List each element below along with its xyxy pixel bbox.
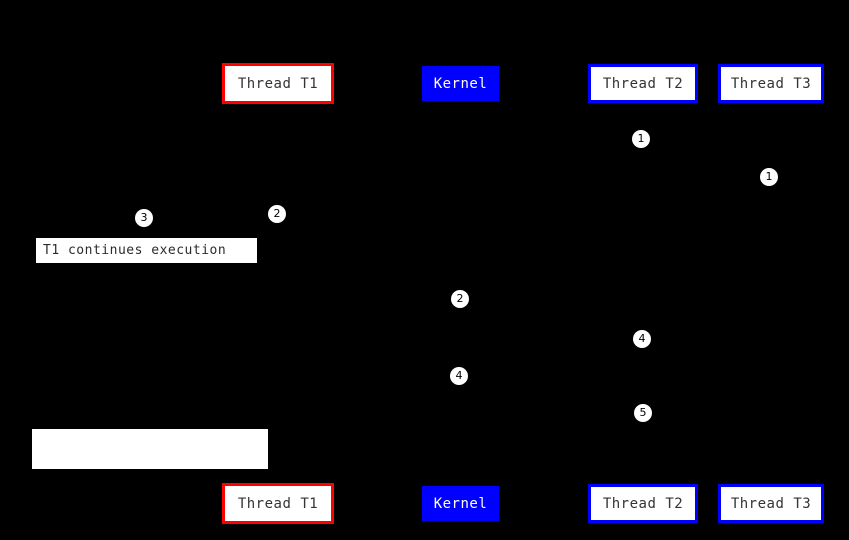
note-t1-continues-execution: T1 continues execution: [36, 238, 257, 263]
lifeline-stub-t2-top: [641, 103, 644, 107]
step-marker-label: 4: [638, 332, 646, 345]
lifeline-stub-t3-top: [769, 103, 772, 107]
lifeline-t2: [643, 103, 644, 483]
participant-header-thread-t3[interactable]: Thread T3: [718, 64, 824, 103]
step-marker-4-t2: 4: [633, 330, 651, 348]
step-marker-label: 2: [456, 292, 464, 305]
participant-header-thread-t2[interactable]: Thread T2: [588, 64, 698, 103]
step-marker-label: 5: [639, 406, 647, 419]
participant-label: Thread T1: [237, 495, 319, 512]
step-marker-label: 2: [273, 207, 281, 220]
step-marker-2-kernel: 2: [451, 290, 469, 308]
participant-label: Thread T3: [730, 75, 812, 92]
lifeline-stub-t2-bottom: [641, 479, 644, 483]
participant-footer-thread-t2[interactable]: Thread T2: [588, 484, 698, 523]
step-marker-1-t2: 1: [632, 130, 650, 148]
step-marker-3-left: 3: [135, 209, 153, 227]
participant-label: Thread T1: [237, 75, 319, 92]
participant-label: Kernel: [433, 75, 488, 92]
participant-header-kernel[interactable]: Kernel: [422, 66, 499, 101]
lifeline-stub-t1-bottom: [276, 479, 279, 483]
lifeline-t1: [278, 104, 279, 483]
step-marker-1-t3: 1: [760, 168, 778, 186]
participant-header-thread-t1[interactable]: Thread T1: [222, 63, 334, 104]
participant-footer-kernel[interactable]: Kernel: [422, 486, 499, 521]
participant-footer-thread-t1[interactable]: Thread T1: [222, 483, 334, 524]
participant-label: Thread T3: [730, 495, 812, 512]
lifeline-stub-t3-bottom: [769, 479, 772, 483]
note-text: T1 continues execution: [43, 243, 227, 258]
activation-box-blank: [32, 429, 268, 469]
participant-label: Kernel: [433, 495, 488, 512]
step-marker-2-t1: 2: [268, 205, 286, 223]
step-marker-5-t2: 5: [634, 404, 652, 422]
lifeline-stub-t1-top: [276, 104, 279, 108]
step-marker-4-kernel: 4: [450, 367, 468, 385]
lifeline-t3: [771, 103, 772, 483]
step-marker-label: 3: [140, 211, 148, 224]
participant-label: Thread T2: [602, 75, 684, 92]
step-marker-label: 1: [765, 170, 773, 183]
participant-footer-thread-t3[interactable]: Thread T3: [718, 484, 824, 523]
step-marker-label: 4: [455, 369, 463, 382]
step-marker-label: 1: [637, 132, 645, 145]
participant-label: Thread T2: [602, 495, 684, 512]
